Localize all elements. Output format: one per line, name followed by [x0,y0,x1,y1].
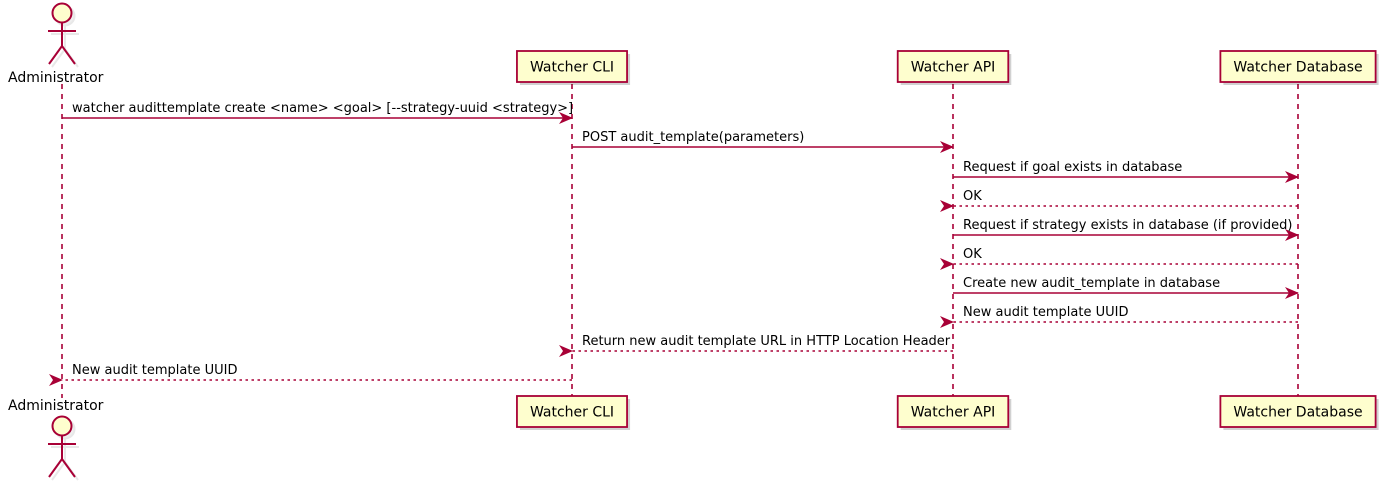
message-4: OK [940,189,1298,212]
messages-group: watcher audittemplate create <name> <goa… [49,101,1299,386]
message-1: watcher audittemplate create <name> <goa… [62,101,573,124]
message-3: Request if goal exists in database [953,160,1299,183]
message-label-3: Request if goal exists in database [963,160,1182,175]
participant-box-rect [516,395,628,428]
participant-box-rect [516,50,628,83]
participants-top-group: Administrator Watcher CLI Watcher API Watch… [8,2,1379,86]
participant-box-rect [896,395,1010,428]
message-label-5: Request if strategy exists in database (… [963,218,1292,233]
message-8: New audit template UUID [940,305,1298,328]
participant-box-rect [1219,395,1377,428]
participant-box-watcher-api-top[interactable]: Watcher API [896,50,1012,85]
participant-label-watcher-cli: Watcher CLI [530,60,614,76]
message-10: New audit template UUID [49,363,572,386]
message-7: Create new audit_template in database [953,276,1299,299]
message-label-10: New audit template UUID [72,363,237,378]
participant-label-watcher-cli: Watcher CLI [530,405,614,421]
message-9: Return new audit template URL in HTTP Lo… [559,334,953,357]
participant-box-watcher-database-top[interactable]: Watcher Database [1219,50,1379,85]
participant-label-watcher-database: Watcher Database [1233,60,1362,76]
participant-box-watcher-cli-top[interactable]: Watcher CLI [516,50,631,85]
actor-label-administrator-top: Administrator [8,70,104,86]
message-label-1: watcher audittemplate create <name> <goa… [72,101,573,116]
participant-box-rect [1219,50,1377,83]
message-label-7: Create new audit_template in database [963,276,1220,291]
participant-label-watcher-api: Watcher API [911,405,996,421]
participant-box-watcher-api-bottom[interactable]: Watcher API [896,395,1012,430]
message-label-4: OK [963,189,982,204]
message-label-6: OK [963,247,982,262]
message-6: OK [940,247,1298,270]
participant-box-rect [896,50,1010,83]
participant-box-watcher-database-bottom[interactable]: Watcher Database [1219,395,1379,430]
actor-label-administrator-bottom: Administrator [8,398,104,414]
participant-box-watcher-cli-bottom[interactable]: Watcher CLI [516,395,631,430]
participant-label-watcher-api: Watcher API [911,60,996,76]
message-5: Request if strategy exists in database (… [953,218,1299,241]
participants-bottom-group: Administrator Watcher CLI Watcher API Watch… [8,395,1379,481]
message-2: POST audit_template(parameters) [572,130,954,153]
message-label-2: POST audit_template(parameters) [582,130,804,145]
message-label-9: Return new audit template URL in HTTP Lo… [582,334,951,349]
participant-label-watcher-database: Watcher Database [1233,405,1362,421]
actor-administrator-top [48,2,79,68]
message-label-8: New audit template UUID [963,305,1128,320]
actor-administrator-bottom [48,415,79,481]
